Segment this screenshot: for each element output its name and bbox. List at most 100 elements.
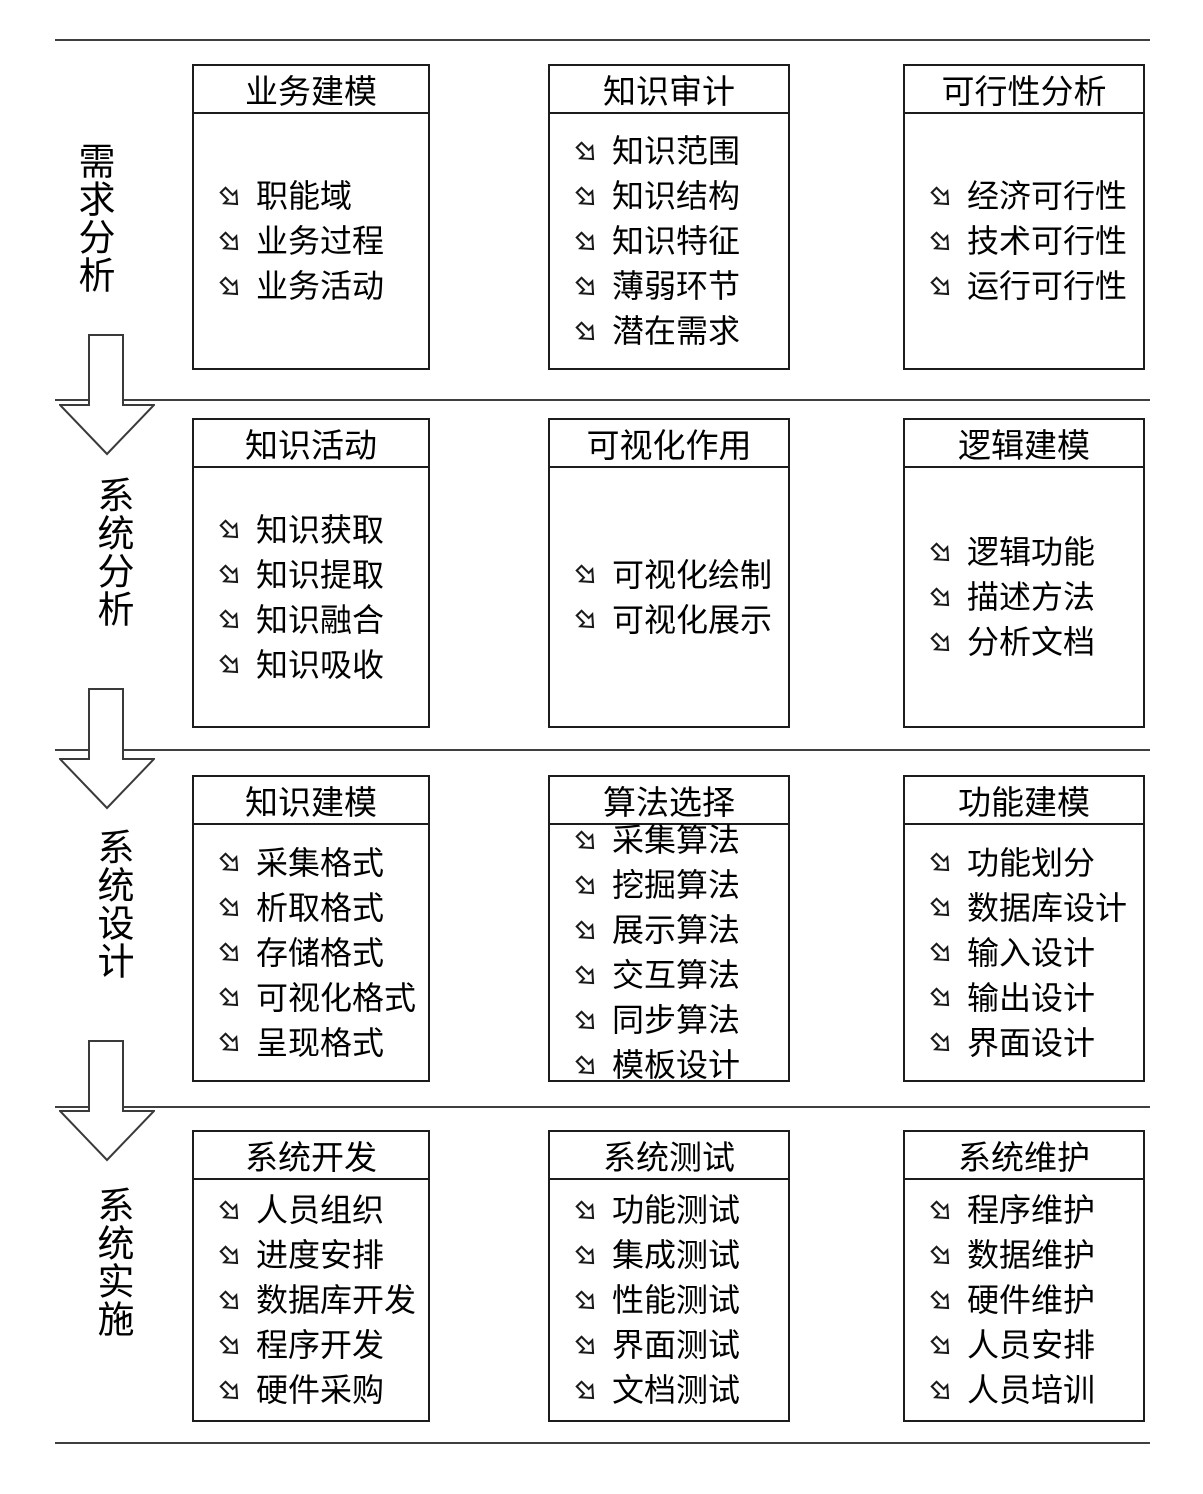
item-label: 存储格式 (256, 934, 385, 971)
box-title: 算法选择 (550, 777, 788, 825)
list-item: 知识提取 (216, 557, 384, 593)
item-label: 功能测试 (612, 1192, 741, 1228)
se-arrow-bullet-icon (930, 987, 950, 1007)
item-label: 采集格式 (256, 844, 385, 881)
item-label: 可视化格式 (256, 979, 417, 1016)
se-arrow-bullet-icon (219, 852, 239, 872)
box-algorithm-selection: 算法选择 采集算法 挖掘算法 展示算法 交互算法 同步算法 (548, 775, 790, 1083)
se-arrow-bullet-icon (575, 829, 595, 849)
flow-down-arrow-icon (59, 688, 155, 810)
item-label: 知识结构 (612, 178, 741, 214)
item-label: 程序维护 (967, 1192, 1096, 1228)
list-item: 潜在需求 (572, 313, 740, 349)
item-label: 潜在需求 (612, 313, 741, 349)
se-arrow-bullet-icon (575, 919, 595, 939)
list-item: 输出设计 (927, 980, 1095, 1016)
item-label: 界面设计 (967, 1024, 1096, 1061)
top-rule (55, 39, 1150, 41)
se-arrow-bullet-icon (219, 609, 239, 629)
list-item: 业务过程 (216, 223, 384, 259)
list-item: 技术可行性 (927, 223, 1127, 259)
box-visualization-role: 可视化作用 可视化绘制 可视化展示 (548, 418, 790, 728)
se-arrow-bullet-icon (575, 275, 595, 295)
se-arrow-bullet-icon (575, 140, 595, 160)
box-knowledge-activity: 知识活动 知识获取 知识提取 知识融合 知识吸收 (192, 418, 430, 728)
item-label: 可视化展示 (612, 601, 773, 638)
list-item: 界面设计 (927, 1025, 1095, 1061)
item-label: 知识特征 (612, 223, 741, 259)
item-label: 技术可行性 (967, 223, 1128, 259)
item-label: 逻辑功能 (967, 534, 1096, 570)
phase-label-requirements-analysis: 需求分析 (72, 142, 113, 294)
list-item: 模板设计 (572, 1047, 740, 1083)
item-label: 运行可行性 (967, 268, 1128, 304)
list-item: 知识特征 (572, 223, 740, 259)
box-item-list: 功能测试 集成测试 性能测试 界面测试 文档测试 (550, 1180, 788, 1420)
list-item: 输入设计 (927, 935, 1095, 971)
se-arrow-bullet-icon (219, 275, 239, 295)
list-item: 描述方法 (927, 579, 1095, 615)
box-title: 系统测试 (550, 1132, 788, 1180)
se-arrow-bullet-icon (575, 564, 595, 584)
box-item-list: 采集格式 析取格式 存储格式 可视化格式 呈现格式 (194, 825, 428, 1080)
list-item: 功能测试 (572, 1192, 740, 1228)
list-item: 数据库设计 (927, 890, 1127, 926)
se-arrow-bullet-icon (930, 897, 950, 917)
box-title: 功能建模 (905, 777, 1143, 825)
box-title: 业务建模 (194, 66, 428, 114)
item-label: 进度安排 (256, 1237, 385, 1273)
item-label: 交互算法 (612, 957, 741, 993)
item-label: 薄弱环节 (612, 268, 741, 304)
box-title: 知识审计 (550, 66, 788, 114)
phase-divider-rule-2 (55, 749, 1150, 751)
item-label: 集成测试 (612, 1237, 741, 1273)
item-label: 文档测试 (612, 1372, 741, 1408)
list-item: 可视化展示 (572, 602, 772, 638)
se-arrow-bullet-icon (575, 230, 595, 250)
phase-divider-rule-1 (55, 399, 1150, 401)
phase-label-system-implementation: 系统实施 (91, 1186, 132, 1338)
item-label: 程序开发 (256, 1327, 385, 1363)
box-knowledge-audit: 知识审计 知识范围 知识结构 知识特征 薄弱环节 潜在需求 (548, 64, 790, 370)
list-item: 挖掘算法 (572, 867, 740, 903)
se-arrow-bullet-icon (219, 519, 239, 539)
item-label: 输出设计 (967, 979, 1096, 1016)
se-arrow-bullet-icon (575, 1199, 595, 1219)
se-arrow-bullet-icon (930, 185, 950, 205)
list-item: 知识融合 (216, 602, 384, 638)
se-arrow-bullet-icon (219, 1244, 239, 1264)
list-item: 进度安排 (216, 1237, 384, 1273)
se-arrow-bullet-icon (930, 586, 950, 606)
list-item: 集成测试 (572, 1237, 740, 1273)
list-item: 采集算法 (572, 822, 740, 858)
item-label: 知识范围 (612, 133, 741, 169)
list-item: 知识结构 (572, 178, 740, 214)
se-arrow-bullet-icon (930, 230, 950, 250)
box-title: 可行性分析 (905, 66, 1143, 114)
box-item-list: 采集算法 挖掘算法 展示算法 交互算法 同步算法 模板设计 (550, 822, 788, 1083)
box-item-list: 人员组织 进度安排 数据库开发 程序开发 硬件采购 (194, 1180, 428, 1420)
list-item: 析取格式 (216, 890, 384, 926)
item-label: 析取格式 (256, 889, 385, 926)
item-label: 可视化绘制 (612, 556, 773, 593)
box-title: 知识建模 (194, 777, 428, 825)
item-label: 人员安排 (967, 1327, 1096, 1363)
box-item-list: 知识获取 知识提取 知识融合 知识吸收 (194, 468, 428, 726)
item-label: 硬件采购 (256, 1372, 385, 1408)
se-arrow-bullet-icon (219, 230, 239, 250)
phase-divider-rule-3 (55, 1106, 1150, 1108)
box-item-list: 职能域 业务过程 业务活动 (194, 114, 428, 368)
item-label: 知识获取 (256, 511, 385, 548)
box-item-list: 程序维护 数据维护 硬件维护 人员安排 人员培训 (905, 1180, 1143, 1420)
se-arrow-bullet-icon (930, 1379, 950, 1399)
list-item: 业务活动 (216, 268, 384, 304)
item-label: 数据维护 (967, 1237, 1096, 1273)
list-item: 逻辑功能 (927, 534, 1095, 570)
item-label: 硬件维护 (967, 1282, 1096, 1318)
se-arrow-bullet-icon (930, 275, 950, 295)
list-item: 展示算法 (572, 912, 740, 948)
list-item: 文档测试 (572, 1372, 740, 1408)
item-label: 数据库开发 (256, 1282, 417, 1318)
list-item: 运行可行性 (927, 268, 1127, 304)
se-arrow-bullet-icon (930, 631, 950, 651)
